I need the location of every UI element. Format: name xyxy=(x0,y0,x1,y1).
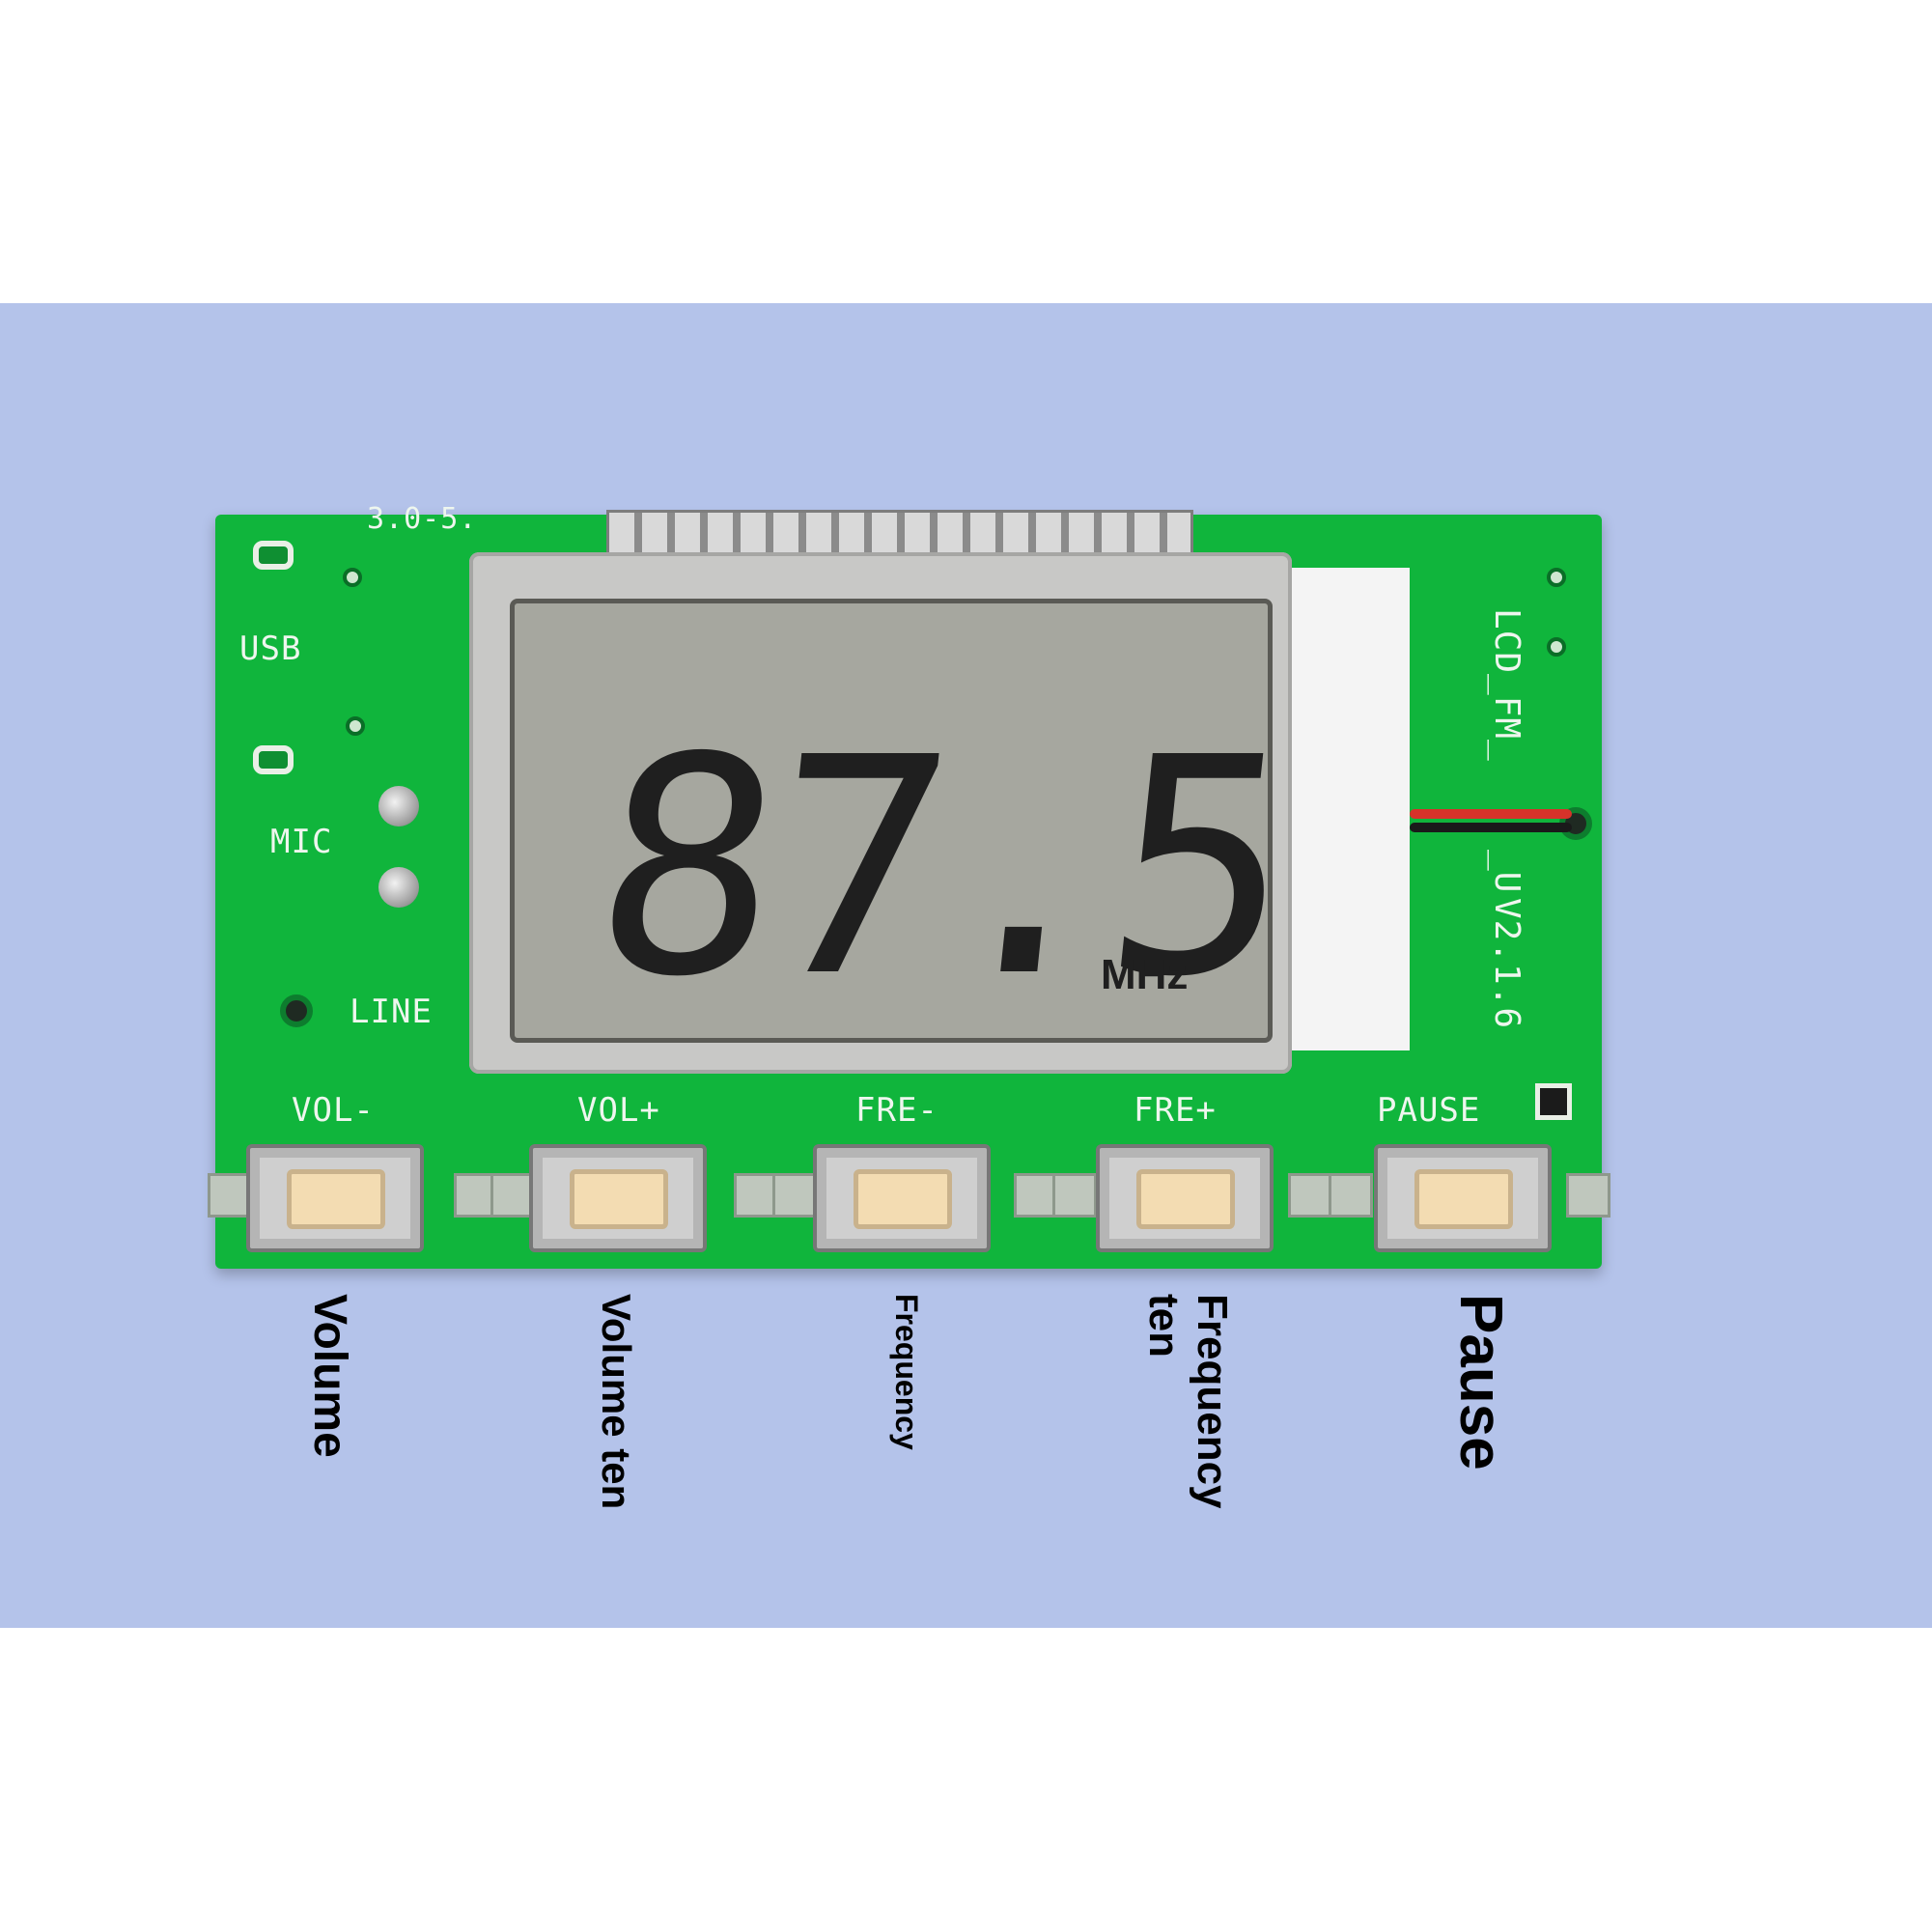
fre-minus-button[interactable] xyxy=(813,1144,991,1252)
callout-frequency-up: Frequency ten xyxy=(1140,1294,1236,1509)
usb-pad-bottom xyxy=(253,745,294,774)
solder-pad xyxy=(772,1173,817,1218)
microphone-contact-top xyxy=(378,786,419,826)
line-input-hole xyxy=(280,994,313,1027)
mic-label: MIC xyxy=(270,823,333,861)
via xyxy=(1547,637,1566,657)
voltage-label: 3.0-5. xyxy=(367,502,478,536)
button-silk-vol-plus: VOL+ xyxy=(577,1091,660,1130)
pause-button[interactable] xyxy=(1374,1144,1552,1252)
usb-label: USB xyxy=(239,630,302,668)
frequency-readout: 87.5 xyxy=(580,694,1300,1043)
callout-frequency-down: Frequency xyxy=(889,1294,924,1450)
solder-pad xyxy=(734,1173,778,1218)
usb-pad-top xyxy=(253,541,294,570)
callout-volume-up: Volume ten xyxy=(594,1294,639,1510)
lcd-display xyxy=(510,599,1273,1043)
vol-minus-button[interactable] xyxy=(246,1144,424,1252)
button-silk-vol-minus: VOL- xyxy=(292,1091,375,1130)
button-cap xyxy=(1136,1169,1235,1229)
callout-volume-down: Volume xyxy=(304,1294,355,1458)
button-silk-pause: PAUSE xyxy=(1377,1091,1481,1130)
solder-pad xyxy=(1052,1173,1097,1218)
fre-plus-button[interactable] xyxy=(1096,1144,1274,1252)
solder-pad xyxy=(1566,1173,1610,1218)
button-cap xyxy=(1414,1169,1513,1229)
via xyxy=(343,568,362,587)
button-cap xyxy=(287,1169,385,1229)
frequency-unit: MHz xyxy=(1101,951,1189,998)
version-label: V2.1.6 xyxy=(1487,898,1526,1030)
vol-plus-button[interactable] xyxy=(529,1144,707,1252)
model-suffix-label: _U xyxy=(1487,850,1526,894)
black-wire xyxy=(1410,823,1572,832)
line-label: LINE xyxy=(350,993,433,1031)
button-silk-fre-minus: FRE- xyxy=(855,1091,938,1130)
solder-pad xyxy=(1329,1173,1373,1218)
red-wire xyxy=(1410,809,1572,819)
via xyxy=(1547,568,1566,587)
callout-pause: Pause xyxy=(1447,1294,1514,1470)
button-cap xyxy=(854,1169,952,1229)
microphone-contact-bottom xyxy=(378,867,419,908)
solder-pad xyxy=(1288,1173,1332,1218)
model-label: LCD_FM_ xyxy=(1487,608,1526,762)
square-pad xyxy=(1535,1083,1572,1120)
button-silk-fre-plus: FRE+ xyxy=(1134,1091,1217,1130)
button-cap xyxy=(570,1169,668,1229)
via xyxy=(346,716,365,736)
